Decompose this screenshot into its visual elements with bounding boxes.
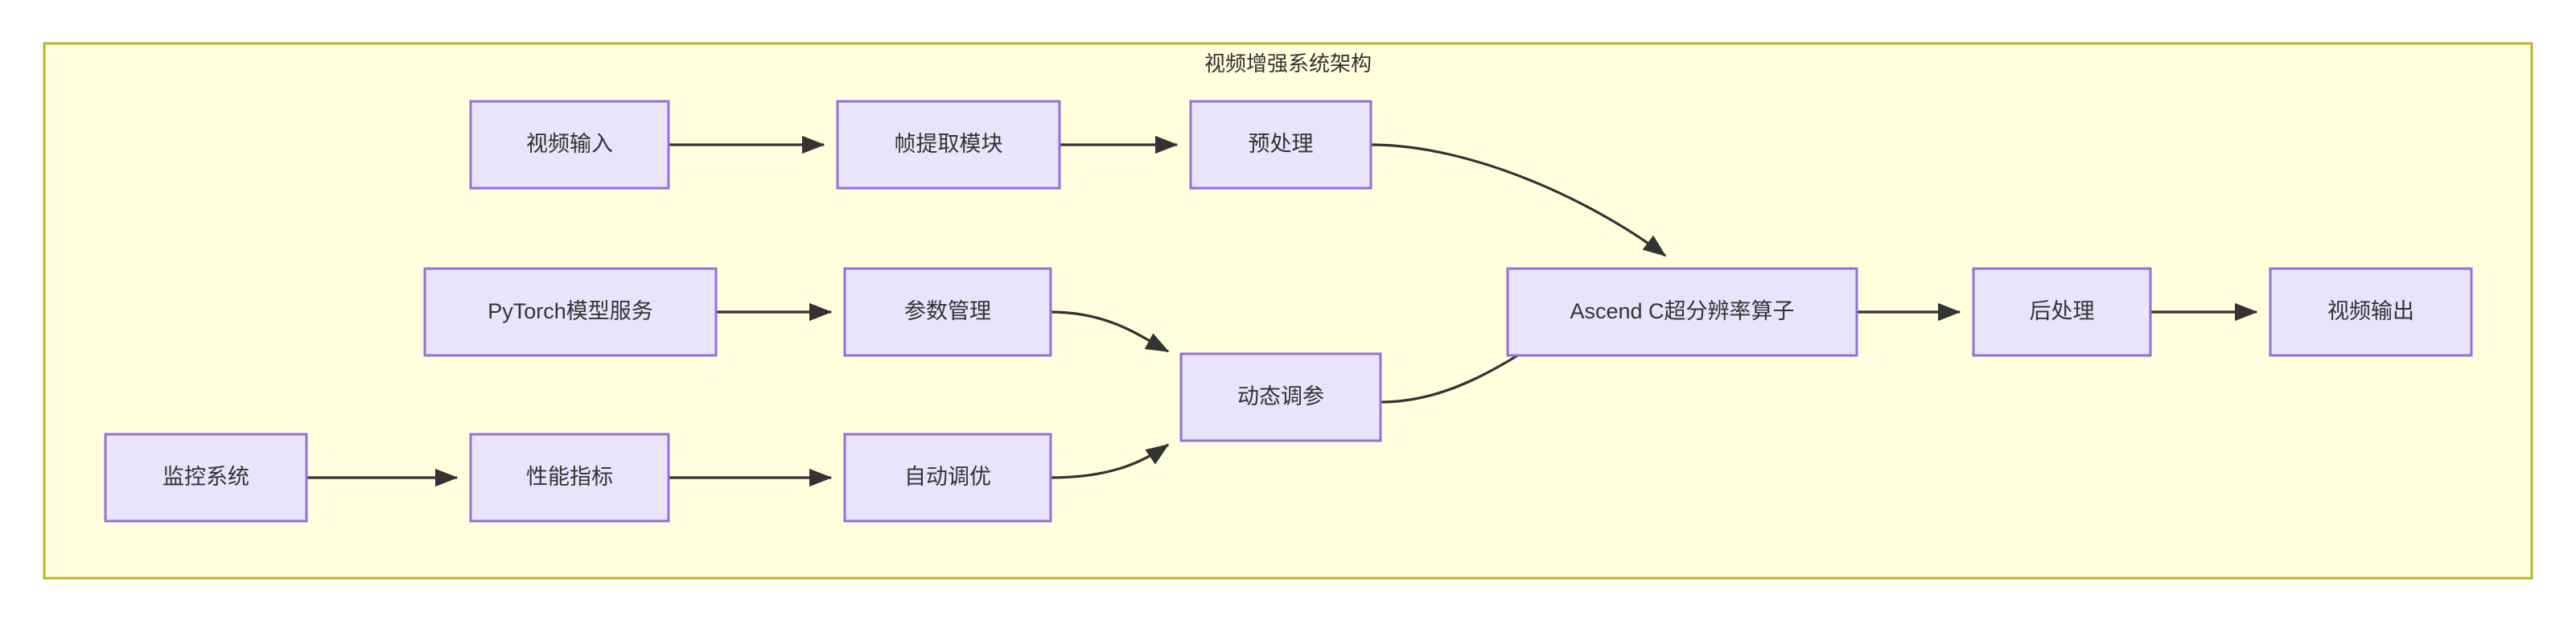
node-monitor[interactable]: 监控系统 [104,433,308,523]
node-box-monitor[interactable] [104,433,308,523]
subgraph-title: 视频增强系统架构 [1204,51,1372,76]
node-perf_metrics[interactable]: 性能指标 [469,433,670,523]
edge-param_manage-to-dyn_tune [1050,310,1170,353]
node-box-frame_extract[interactable] [836,100,1061,190]
node-box-ascend_op[interactable] [1506,267,1858,357]
node-label-auto_tune: 自动调优 [904,465,991,489]
node-auto_tune[interactable]: 自动调优 [843,433,1052,523]
node-box-pytorch_svc[interactable] [423,267,718,357]
node-label-preprocess: 预处理 [1249,132,1314,156]
node-box-postprocess[interactable] [1972,267,2152,357]
node-label-monitor: 监控系统 [163,465,249,489]
node-param_manage[interactable]: 参数管理 [843,267,1052,357]
node-box-dyn_tune[interactable] [1179,352,1382,442]
node-box-video_output[interactable] [2269,267,2473,357]
node-box-preprocess[interactable] [1189,100,1372,190]
node-box-auto_tune[interactable] [843,433,1052,523]
node-label-perf_metrics: 性能指标 [526,465,613,489]
node-label-param_manage: 参数管理 [904,299,991,323]
node-label-frame_extract: 帧提取模块 [895,132,1003,156]
node-label-postprocess: 后处理 [2030,299,2095,323]
node-box-perf_metrics[interactable] [469,433,670,523]
edge-preprocess-to-ascend_op [1370,143,1667,257]
node-label-pytorch_svc: PyTorch模型服务 [488,299,653,323]
node-ascend_op[interactable]: Ascend C超分辨率算子 [1506,267,1858,357]
node-video_input[interactable]: 视频输入 [469,100,670,190]
node-postprocess[interactable]: 后处理 [1972,267,2152,357]
node-preprocess[interactable]: 预处理 [1189,100,1372,190]
edge-auto_tune-to-dyn_tune [1050,443,1170,479]
node-frame_extract[interactable]: 帧提取模块 [836,100,1061,190]
node-box-param_manage[interactable] [843,267,1052,357]
node-label-video_output: 视频输出 [2327,299,2414,323]
node-video_output[interactable]: 视频输出 [2269,267,2473,357]
node-label-ascend_op: Ascend C超分辨率算子 [1570,299,1794,323]
node-dyn_tune[interactable]: 动态调参 [1179,352,1382,442]
node-pytorch_svc[interactable]: PyTorch模型服务 [423,267,718,357]
node-label-dyn_tune: 动态调参 [1237,384,1324,408]
node-label-video_input: 视频输入 [526,132,613,156]
node-box-video_input[interactable] [469,100,670,190]
